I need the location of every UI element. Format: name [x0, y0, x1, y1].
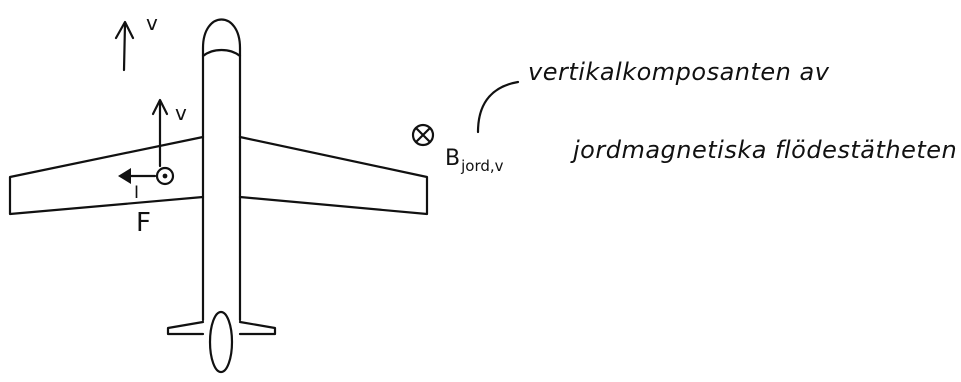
cockpit-band [201, 48, 242, 58]
velocity-arrow-top [114, 20, 135, 72]
left-wing [8, 135, 205, 216]
velocity-arrow-top-head [114, 20, 135, 40]
force-arrow [118, 168, 157, 184]
current-label: I [134, 183, 139, 203]
tail-stabilizer [166, 320, 277, 336]
velocity-arrow-top-shaft [122, 22, 127, 72]
annotation-leader [476, 80, 520, 134]
field-subscript: jord,v [460, 157, 504, 175]
velocity-label-top: v [146, 11, 158, 35]
circle-with-cross-icon [411, 123, 435, 147]
force-arrow-head [118, 168, 131, 184]
right-wing [238, 135, 429, 216]
velocity-arrow-wing [151, 98, 169, 168]
velocity-label-wing: v [175, 101, 187, 125]
annotation-line-2: jordmagnetiska flödestätheten [570, 136, 957, 164]
field-symbol: B [445, 146, 460, 171]
annotation-line-1: vertikalkomposanten av [528, 58, 830, 86]
circled-dot-icon [155, 166, 175, 186]
field-label: Bjord,v [445, 146, 504, 175]
force-label: F [136, 208, 151, 238]
tail-fin [208, 310, 234, 374]
fuselage [201, 18, 242, 322]
velocity-arrow-wing-head [151, 98, 169, 116]
